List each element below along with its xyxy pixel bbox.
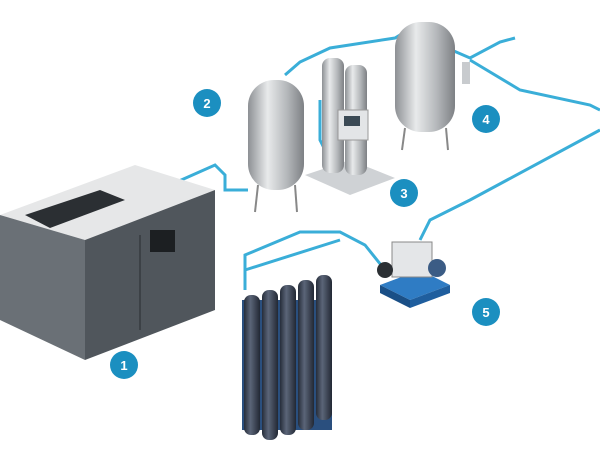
manifold (244, 238, 341, 272)
pipe-receiver-to-generator (284, 30, 406, 77)
badge-label: 4 (482, 112, 490, 127)
nitrogen-generator-unit (305, 58, 395, 195)
badge-2: 2 (193, 89, 221, 117)
gas-cylinder-bank (242, 275, 332, 440)
pipe-to-booster (418, 128, 600, 241)
pipe-compressor-to-receiver (169, 163, 248, 192)
badge-label: 1 (120, 358, 127, 373)
badge-4: 4 (472, 105, 500, 133)
pipe-right (469, 58, 600, 112)
badge-3: 3 (390, 179, 418, 207)
nitrogen-receiver-tank (395, 22, 470, 151)
filter (462, 62, 470, 84)
badge-1: 1 (110, 351, 138, 379)
air-receiver-tank (248, 80, 304, 213)
badge-label: 3 (400, 186, 407, 201)
pipe-booster-to-manifold (243, 230, 387, 290)
badge-label: 2 (203, 96, 210, 111)
control-panel (150, 230, 175, 252)
pipes (169, 30, 600, 290)
badge-5: 5 (472, 298, 500, 326)
air-compressor (0, 165, 215, 360)
booster-compressor (377, 241, 450, 308)
badge-label: 5 (482, 305, 489, 320)
